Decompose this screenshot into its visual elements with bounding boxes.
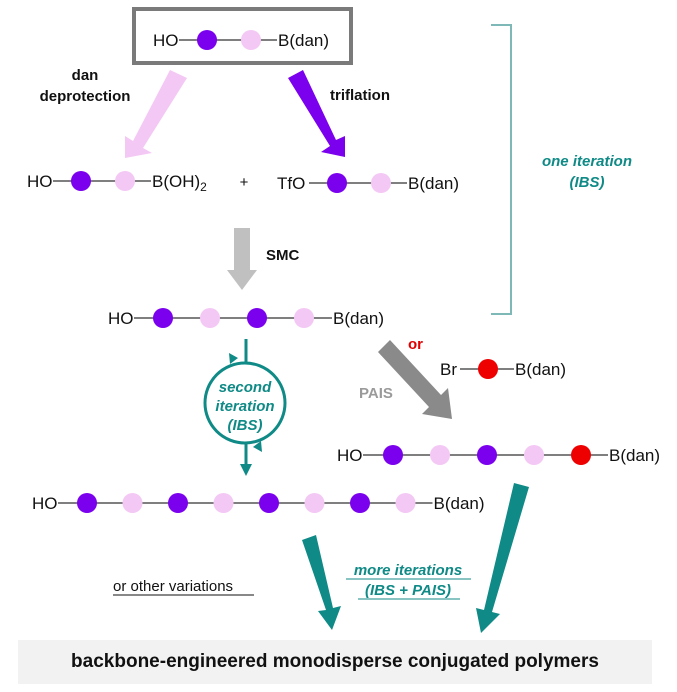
- molecule-left-group: Br: [440, 360, 457, 379]
- light-unit-circle: [200, 308, 220, 328]
- dark-unit-circle: [247, 308, 267, 328]
- dark-unit-circle: [259, 493, 279, 513]
- light-unit-circle: [371, 173, 391, 193]
- molecule-right-group: B(OH)2: [152, 172, 207, 194]
- molecule-left-group: HO: [108, 309, 134, 328]
- footer-title: backbone-engineered monodisperse conjuga…: [71, 651, 599, 672]
- molecule-left-group: HO: [337, 446, 363, 465]
- footer-banner: backbone-engineered monodisperse conjuga…: [18, 640, 652, 684]
- light-unit-circle: [430, 445, 450, 465]
- light-unit-circle: [524, 445, 544, 465]
- tetramer-molecule: HO B(dan): [32, 493, 485, 513]
- more-iterations-label-line2: (IBS + PAIS): [365, 582, 451, 599]
- second-iteration-label-line1: second: [219, 379, 272, 396]
- pais-product-molecule: HO B(dan): [337, 445, 660, 465]
- dimer-molecule: HO B(dan): [108, 308, 384, 328]
- left-final-arrow: [302, 535, 341, 630]
- light-unit-circle: [115, 171, 135, 191]
- dark-unit-circle: [477, 445, 497, 465]
- second-iteration-label-line3: (IBS): [228, 417, 263, 434]
- dark-unit-circle: [71, 171, 91, 191]
- dark-unit-circle: [327, 173, 347, 193]
- light-unit-circle: [213, 493, 234, 513]
- molecule-left-group: HO: [27, 172, 53, 191]
- bromo-monomer-molecule: Br B(dan): [440, 359, 566, 379]
- molecule-left-group: HO: [32, 494, 58, 513]
- start-molecule-box: [132, 7, 353, 65]
- pais-arrow: [378, 340, 452, 419]
- light-unit-circle: [122, 493, 143, 513]
- molecule-left-group: TfO: [277, 174, 305, 193]
- molecule-left-group: HO: [153, 31, 179, 50]
- pais-label: PAIS: [359, 385, 393, 402]
- cycle-exit-arrowhead: [240, 464, 252, 476]
- dark-unit-circle: [350, 493, 370, 513]
- cycle-arrowhead-bottom: [253, 441, 262, 452]
- iteration-bracket: [491, 24, 512, 315]
- dark-unit-circle: [153, 308, 173, 328]
- smc-label: SMC: [266, 247, 300, 264]
- dark-unit-circle: [77, 493, 97, 513]
- light-unit-circle: [395, 493, 416, 513]
- second-iteration-cycle: [203, 361, 287, 445]
- molecule-right-group: B(dan): [408, 174, 459, 193]
- subscript: 2: [200, 180, 207, 194]
- second-iteration-label-line2: iteration: [215, 398, 274, 415]
- deprotection-label-line1: dan: [72, 67, 99, 84]
- molecule-right-group: B(dan): [333, 309, 384, 328]
- right-final-arrow: [476, 483, 529, 633]
- one-iteration-ibs-label: (IBS): [570, 174, 605, 191]
- boronic-acid-molecule: HO B(OH)2: [27, 171, 207, 194]
- start-molecule: HO B(dan): [153, 30, 329, 50]
- dark-unit-circle: [197, 30, 217, 50]
- light-unit-circle: [304, 493, 325, 513]
- more-iterations-label-line1: more iterations: [354, 562, 462, 579]
- or-label: or: [408, 336, 423, 353]
- deprotection-arrow: [125, 70, 187, 158]
- smc-arrow: [227, 228, 257, 290]
- cycle-arrowhead-top: [229, 353, 238, 364]
- molecule-right-group: B(dan): [278, 31, 329, 50]
- molecule-right-group: B(dan): [609, 446, 660, 465]
- dark-unit-circle: [383, 445, 403, 465]
- molecule-right-group: B(dan): [515, 360, 566, 379]
- triflation-arrow: [288, 70, 345, 157]
- other-variations-label: or other variations: [113, 578, 233, 595]
- dark-unit-circle: [168, 493, 188, 513]
- triflate-molecule: TfO B(dan): [277, 173, 459, 193]
- molecule-right-group: B(dan): [434, 494, 485, 513]
- red-unit-circle: [571, 445, 591, 465]
- light-unit-circle: [241, 30, 261, 50]
- deprotection-label-line2: deprotection: [40, 88, 131, 105]
- plus-sign: +: [240, 174, 249, 191]
- triflation-label: triflation: [330, 87, 390, 104]
- one-iteration-label: one iteration: [542, 153, 632, 170]
- red-unit-circle: [478, 359, 498, 379]
- light-unit-circle: [294, 308, 314, 328]
